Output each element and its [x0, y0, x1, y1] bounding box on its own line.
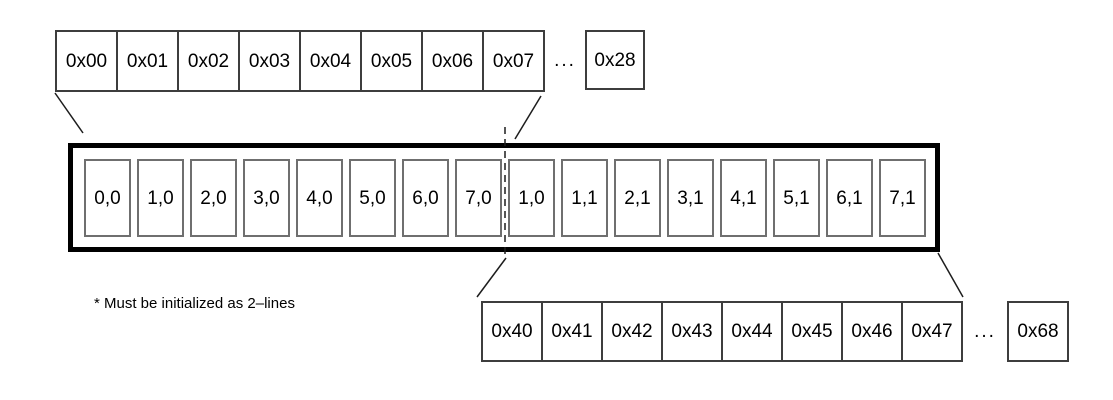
cache-word-cell: 7,1: [879, 159, 926, 237]
cache-word-cell: 5,0: [349, 159, 396, 237]
cache-cells-row: 0,0 1,0 2,0 3,0 4,0 5,0 6,0 7,0 1,0 1,1 …: [84, 159, 926, 237]
ellipsis-top: ...: [554, 50, 576, 71]
cache-word-cell: 0,0: [84, 159, 131, 237]
address-cell: 0x47: [901, 301, 963, 362]
cache-word-cell: 1,0: [137, 159, 184, 237]
cache-word-cell: 1,0: [508, 159, 555, 237]
footnote-text: * Must be initialized as 2–lines: [94, 295, 295, 312]
connector-top-left-line: [54, 92, 84, 134]
cache-word-cell: 6,0: [402, 159, 449, 237]
address-cell: 0x44: [721, 301, 783, 362]
address-cell: 0x00: [55, 30, 118, 92]
cache-word-cell: 2,1: [614, 159, 661, 237]
connector-bottom-right-line: [937, 252, 964, 298]
cache-word-cell: 7,0: [455, 159, 502, 237]
address-cell: 0x01: [116, 30, 179, 92]
address-cell: 0x40: [481, 301, 543, 362]
address-cell: 0x45: [781, 301, 843, 362]
connector-bottom-left-line: [476, 257, 507, 298]
cache-word-cell: 3,1: [667, 159, 714, 237]
cache-word-cell: 4,0: [296, 159, 343, 237]
address-cell: 0x43: [661, 301, 723, 362]
cache-word-cell: 4,1: [720, 159, 767, 237]
address-cell: 0x42: [601, 301, 663, 362]
address-cell: 0x03: [238, 30, 301, 92]
address-cell-tail-top: 0x28: [585, 30, 645, 90]
address-cell: 0x04: [299, 30, 362, 92]
cache-word-cell: 2,0: [190, 159, 237, 237]
bottom-address-row: 0x40 0x41 0x42 0x43 0x44 0x45 0x46 0x47: [481, 301, 963, 362]
cache-lines-box: 0,0 1,0 2,0 3,0 4,0 5,0 6,0 7,0 1,0 1,1 …: [68, 143, 940, 252]
address-cell: 0x05: [360, 30, 423, 92]
cache-word-cell: 3,0: [243, 159, 290, 237]
top-address-row: 0x00 0x01 0x02 0x03 0x04 0x05 0x06 0x07: [55, 30, 545, 92]
address-cell: 0x06: [421, 30, 484, 92]
cache-word-cell: 5,1: [773, 159, 820, 237]
cache-word-cell: 6,1: [826, 159, 873, 237]
ellipsis-bottom: ...: [974, 320, 996, 342]
connector-top-right-line: [514, 95, 542, 140]
cache-word-cell: 1,1: [561, 159, 608, 237]
address-cell: 0x41: [541, 301, 603, 362]
address-cell: 0x07: [482, 30, 545, 92]
address-cell-tail-bottom: 0x68: [1007, 301, 1069, 362]
address-cell: 0x02: [177, 30, 240, 92]
address-cell: 0x46: [841, 301, 903, 362]
